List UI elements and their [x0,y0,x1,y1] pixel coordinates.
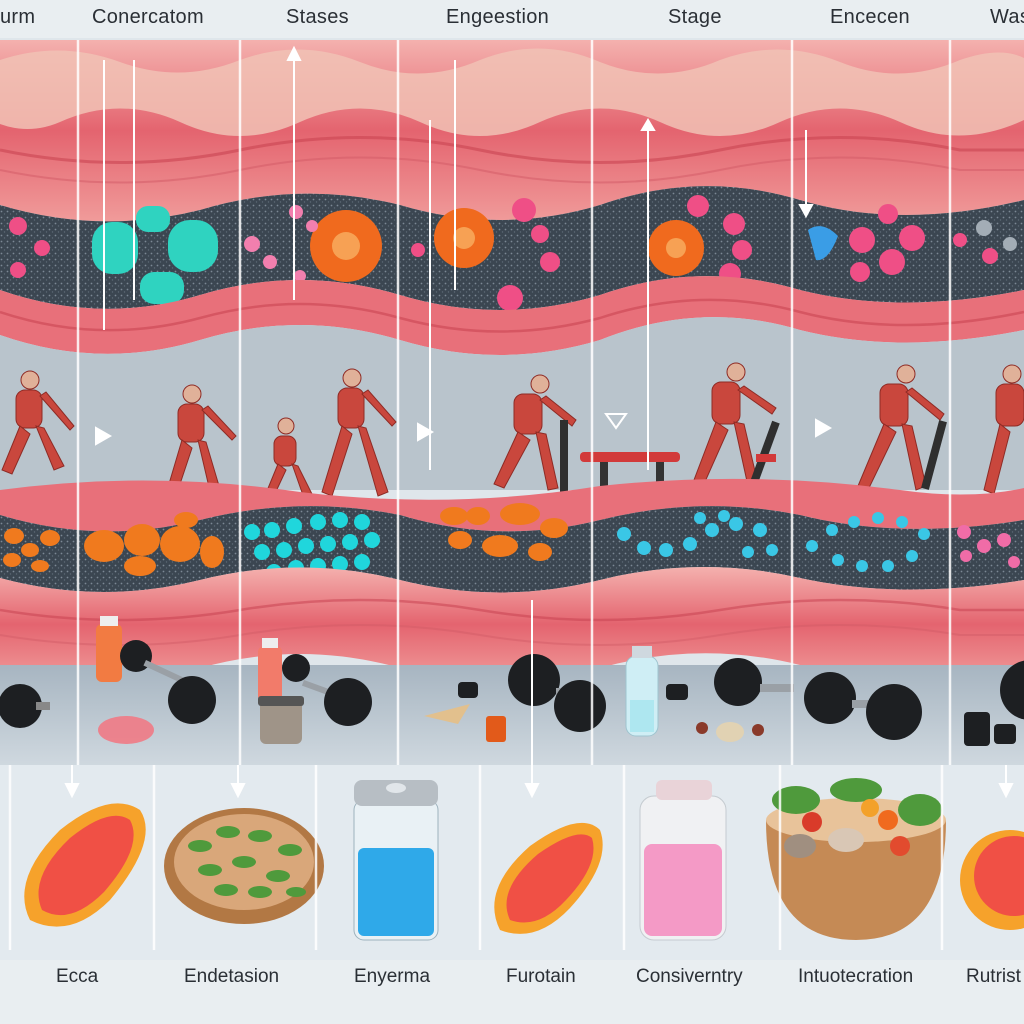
food-label-4: Furotain [506,966,576,987]
food-label-7: Rutrist [966,966,1021,987]
lower-cells-orange-1 [3,512,224,576]
stage-dividers [8,40,952,950]
lower-muscle-band-bottom [0,566,1024,682]
lower-cells-pink [957,525,1020,568]
stage-label-6: Encecen [830,6,910,28]
grapefruit-1 [24,803,146,927]
upper-tissue-layer [0,186,1024,311]
nuts [696,722,764,742]
food-label-5: Consiverntry [636,966,743,987]
dumbbell-7 [964,660,1024,746]
bottle-2 [258,638,282,702]
stage-label-5: Stage [668,6,722,28]
grapefruit-3 [960,830,1024,930]
runner-figures [1,362,1024,501]
lower-cells-blue [617,510,930,572]
dumbbell-3 [282,654,372,726]
stage-label-4: Engeestion [446,6,550,28]
dumbbells-and-bottles [0,616,1024,746]
runner-1 [1,370,75,475]
runner-7 [983,364,1024,495]
gym-machines [560,420,947,500]
dumbbell-1 [0,684,50,728]
cell-cluster-orange-1 [244,205,382,282]
lower-cells-cyan [244,512,380,580]
runner-3 [263,368,397,501]
stage-label-2: Conercatom [92,6,204,28]
dumbbell-6 [804,672,922,740]
water-bottle [625,646,659,737]
jar-1 [258,696,304,744]
bowl-greens [164,808,324,924]
cheese-wedge [424,704,506,742]
cell-cluster-pink-2 [808,204,1017,282]
stage-label-row: urm Conercatom Stases Engeestion Stage E… [0,0,1024,40]
cell-cluster-pink-1 [9,217,50,278]
food-label-2: Endetasion [184,966,280,987]
bottle-1 [96,616,122,682]
grapefruit-2 [494,822,603,934]
dumbbell-5 [666,658,794,706]
food-label-6: Intuotecration [798,966,914,987]
lower-tissue-layer [0,503,1024,593]
food-label-1: Ecca [56,966,99,987]
salad-bowl [766,778,946,940]
runner-5 [693,362,777,487]
food-label-3: Enyerma [354,966,431,987]
jar-pink-liquid [639,780,727,941]
cell-cluster-orange-2 [411,198,560,311]
stage-label-1: urm [0,6,36,28]
middle-muscle-band [0,276,1024,355]
jar-blue-liquid [353,780,439,941]
stage-label-3: Stases [286,6,349,28]
runner-6 [857,364,945,491]
dumbbell-2 [120,640,216,724]
lower-cells-orange-2 [440,503,568,561]
dish-1 [98,716,154,744]
stage-label-7: Was [990,6,1024,28]
food-label-row: Ecca Endetasion Enyerma Furotain Consive… [0,958,1024,998]
runner-4 [493,374,577,491]
upper-muscle-band [0,40,1024,222]
muscle-recovery-illustration [0,38,1024,960]
flow-arrows [64,45,1014,799]
food-items [24,778,1024,941]
